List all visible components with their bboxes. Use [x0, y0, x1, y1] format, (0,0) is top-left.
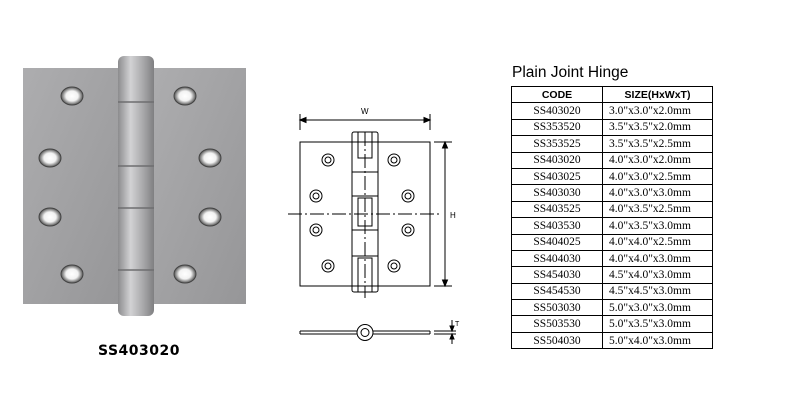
screw-hole	[173, 264, 197, 284]
side-view: T	[299, 320, 460, 344]
code-cell: SS404030	[511, 249, 603, 268]
size-cell: 3.0"x3.0"x2.0mm	[602, 102, 713, 120]
photo-caption: SS403020	[98, 343, 180, 359]
code-cell: SS454030	[511, 266, 603, 284]
code-header: CODE	[511, 85, 603, 104]
table-header-row: CODE SIZE(HxWxT)	[511, 85, 713, 104]
code-cell: SS403525	[511, 200, 603, 219]
screw-hole	[173, 86, 197, 106]
screw-hole	[60, 264, 84, 284]
code-cell: SS403030	[511, 184, 603, 202]
code-cell: SS504030	[511, 331, 603, 350]
screw-hole	[198, 148, 222, 168]
size-cell: 4.0"x4.0"x3.0mm	[602, 249, 713, 268]
size-cell: 4.0"x3.0"x2.5mm	[602, 167, 713, 186]
size-cell: 4.0"x3.5"x2.5mm	[602, 200, 713, 219]
right-leaf	[150, 68, 246, 304]
code-cell: SS403020	[511, 102, 603, 120]
code-cell: SS403025	[511, 167, 603, 186]
screw-hole	[198, 207, 222, 227]
code-cell: SS403530	[511, 217, 603, 235]
size-cell: 5.0"x3.0"x3.0mm	[602, 299, 713, 317]
screw-hole	[60, 86, 84, 106]
size-cell: 5.0"x4.0"x3.0mm	[602, 331, 713, 350]
size-cell: 4.5"x4.0"x3.0mm	[602, 266, 713, 284]
code-cell: SS403020	[511, 151, 603, 169]
size-cell: 4.5"x4.5"x3.0mm	[602, 282, 713, 301]
hinge-technical-drawing: W H T	[288, 107, 460, 344]
hinge-photo	[23, 56, 246, 316]
code-cell: SS454530	[511, 282, 603, 301]
height-label: H	[450, 211, 456, 220]
size-header: SIZE(HxWxT)	[602, 85, 713, 104]
size-cell: 4.0"x4.0"x2.5mm	[602, 233, 713, 251]
size-cell: 3.5"x3.5"x2.0mm	[602, 118, 713, 137]
code-cell: SS503530	[511, 315, 603, 333]
size-cell: 4.0"x3.0"x3.0mm	[602, 184, 713, 202]
size-cell: 4.0"x3.5"x3.0mm	[602, 217, 713, 235]
drawing-holes	[309, 153, 415, 273]
code-cell: SS404025	[511, 233, 603, 251]
size-cell: 3.5"x3.5"x2.5mm	[602, 135, 713, 153]
code-cell: SS353525	[511, 135, 603, 153]
screw-hole	[38, 148, 62, 168]
knuckle	[118, 56, 154, 316]
size-cell: 4.0"x3.0"x2.0mm	[602, 151, 713, 169]
size-cell: 5.0"x3.5"x3.0mm	[602, 315, 713, 333]
table-title: Plain Joint Hinge	[512, 64, 629, 81]
thickness-label: T	[455, 321, 460, 328]
screw-hole	[38, 207, 62, 227]
code-cell: SS503030	[511, 299, 603, 317]
code-cell: SS353520	[511, 118, 603, 137]
width-label: W	[361, 107, 369, 116]
